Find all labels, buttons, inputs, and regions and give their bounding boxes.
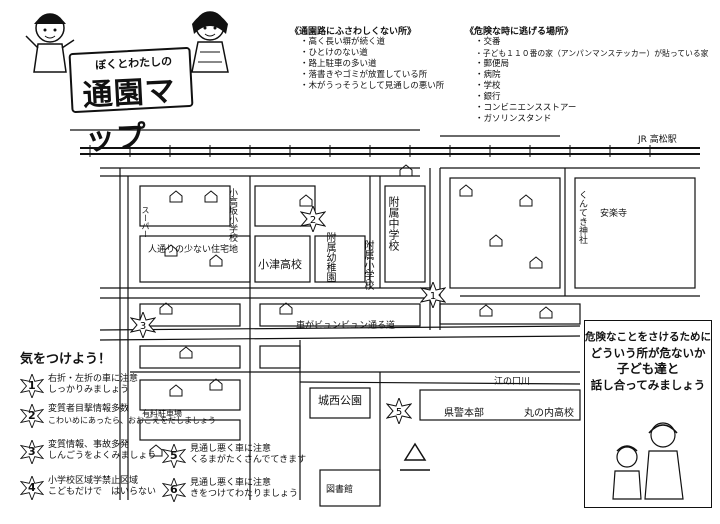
- message-line: 話し合ってみましょう: [590, 378, 706, 392]
- parking-label: 有料駐車場: [142, 409, 182, 418]
- list-item: ・病院: [475, 70, 501, 80]
- warning-burst-icon: [20, 476, 44, 500]
- shrine-label: くんてき神社: [577, 190, 587, 244]
- tip-item: 5 見通し悪く車に注意 くるまがたくさんでてきます: [162, 444, 332, 468]
- store-label: スーパー: [141, 206, 150, 238]
- warning-burst-icon: [20, 374, 44, 398]
- message-line: どういう所が危ないか: [590, 346, 706, 360]
- tip-item: 6 見通し悪く車に注意 きをつけてわたりましょう: [162, 478, 332, 502]
- temple-label: 安楽寺: [600, 209, 628, 219]
- kids-illustration-2: [180, 4, 240, 80]
- tip-line-1: 変質情報、事故多発: [48, 440, 130, 450]
- refuge-places-list: 《危険な時に逃げる場所》 ・交番 ・子ども１１０番の家（アンパンマンステッカー）…: [465, 24, 708, 125]
- rail-station-label: JR 高松駅: [638, 135, 677, 145]
- warning-burst-icon: [20, 404, 44, 428]
- residential-label: 人通りの少ない住宅地: [148, 245, 239, 255]
- refuge-heading: 《危険な時に逃げる場所》: [465, 27, 574, 37]
- library-label: 図書館: [326, 485, 354, 495]
- tip-number: 2: [28, 409, 36, 422]
- warning-marker-icon: 2: [300, 206, 326, 232]
- list-item: ・コンビニエンスストアー: [475, 103, 577, 113]
- warning-burst-icon: [162, 478, 186, 502]
- list-item: ・子ども１１０番の家（アンパンマンステッカー）が貼っている家: [475, 49, 709, 58]
- tip-line-2: こどもだけで はいらない: [48, 487, 157, 497]
- message-box: 危険なことをさけるために どういう所が危ないか 子ども達と 話し合ってみましょう: [584, 320, 712, 508]
- tip-line-1: 小学校区域学禁止区域: [48, 476, 139, 486]
- busy-street-label: 車がビュンビュン通る道: [296, 321, 396, 331]
- list-item: ・郵便局: [475, 59, 510, 69]
- tip-number: 4: [28, 481, 36, 494]
- kids-illustration: [20, 6, 80, 78]
- warning-marker-icon: 1: [420, 282, 446, 308]
- tip-line-2: しっかりみましょう: [48, 385, 130, 395]
- high-school-label: 小津高校: [258, 258, 302, 271]
- svg-text:3: 3: [140, 321, 146, 332]
- tip-line-1: 見通し悪く車に注意: [190, 478, 272, 488]
- kindergarten-label: 附属幼稚園: [324, 232, 335, 282]
- svg-text:1: 1: [430, 291, 436, 302]
- tip-number: 6: [170, 483, 178, 496]
- list-item: ・ひとけのない道: [300, 48, 368, 58]
- tip-line-1: 見通し悪く車に注意: [190, 444, 272, 454]
- river-label: 江の口川: [494, 377, 531, 387]
- marunouchi-label: 丸の内高校: [524, 408, 574, 419]
- tip-item: 2 変質者目撃情報多数 こわいめにあったら、おおごえをだしましょう: [20, 404, 216, 428]
- tip-item: 4 小学校区域学禁止区域 こどもだけで はいらない: [20, 476, 190, 500]
- tip-line-1: 右折・左折の車に注意: [48, 374, 139, 384]
- tip-item: 1 右折・左折の車に注意 しっかりみましょう: [20, 374, 190, 398]
- warning-marker-icon: 5: [386, 398, 412, 424]
- tip-line-2: こわいめにあったら、おおごえをだしましょう: [48, 416, 216, 425]
- list-item: ・木がうっそうとして見通しの悪い所: [300, 81, 445, 91]
- parent-child-illustration: [612, 422, 684, 500]
- warning-marker-icon: 3: [130, 312, 156, 338]
- list-item: ・学校: [475, 81, 501, 91]
- tip-line-2: きをつけてわたりましょう: [190, 489, 299, 499]
- unsafe-places-list: 《通園路にふさわしくない所》 ・高く長い塀が続く道 ・ひとけのない道 ・路上駐車…: [290, 24, 444, 92]
- warning-burst-icon: [20, 440, 44, 464]
- castle-park-label: 城西公園: [318, 394, 362, 407]
- tips-heading: 気をつけよう！: [20, 352, 112, 367]
- small-school-label: 小高坂小学校: [227, 188, 237, 242]
- tip-line-1: 変質者目撃情報多数: [48, 404, 130, 414]
- list-item: ・落書きやゴミが放置している所: [300, 70, 428, 80]
- unsafe-heading: 《通園路にふさわしくない所》: [290, 27, 417, 37]
- tip-number: 3: [28, 445, 36, 458]
- list-item: ・高く長い塀が続く道: [300, 37, 386, 47]
- tip-number: 1: [28, 379, 36, 392]
- list-item: ・路上駐車の多い道: [300, 59, 377, 69]
- police-hq-label: 県警本部: [444, 408, 484, 419]
- tip-item: 3 変質情報、事故多発 しんごうをよくみましょう: [20, 440, 190, 464]
- message-line: 子ども達と: [616, 361, 680, 376]
- list-item: ・ガソリンスタンド: [475, 114, 552, 124]
- elementary-school-label: 附属小学校: [362, 240, 373, 290]
- svg-text:5: 5: [396, 407, 402, 418]
- message-line: 危険なことをさけるために: [585, 331, 711, 343]
- svg-text:2: 2: [310, 215, 316, 226]
- tip-line-2: くるまがたくさんでてきます: [190, 455, 307, 465]
- list-item: ・交番: [475, 37, 501, 47]
- tip-number: 5: [170, 449, 178, 462]
- middle-school-label: 附属中学校: [387, 196, 400, 251]
- tip-line-2: しんごうをよくみましょう: [48, 451, 157, 461]
- warning-burst-icon: [162, 444, 186, 468]
- list-item: ・銀行: [475, 92, 501, 102]
